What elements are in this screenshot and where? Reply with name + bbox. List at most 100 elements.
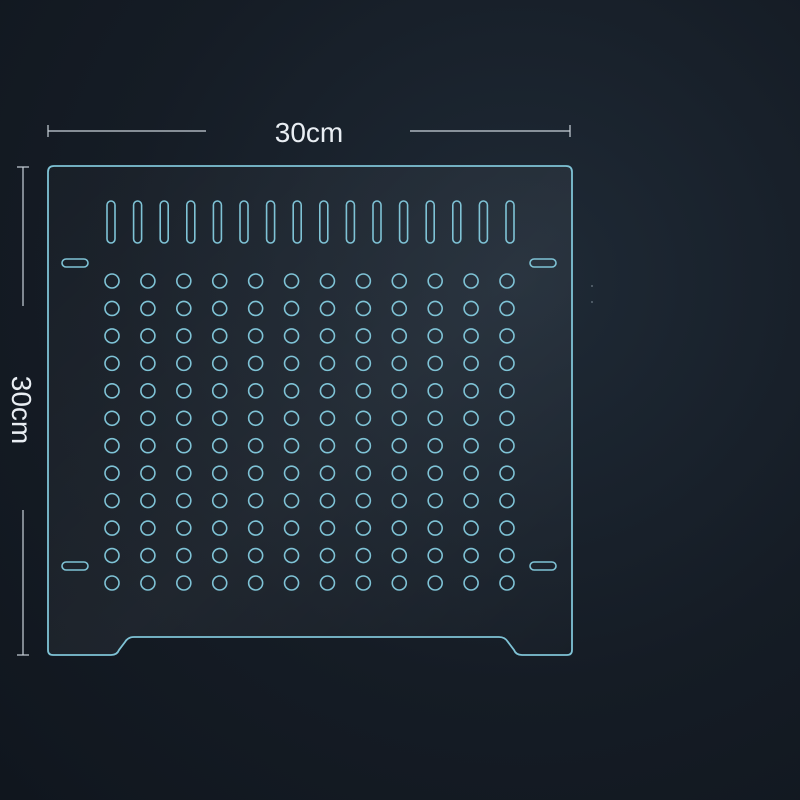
top-slot xyxy=(345,200,356,244)
hole xyxy=(176,547,192,564)
hole xyxy=(391,520,408,536)
hole xyxy=(104,465,120,481)
hole xyxy=(283,492,300,509)
hole xyxy=(391,273,408,289)
hole xyxy=(247,547,264,564)
hole xyxy=(176,575,192,591)
hole xyxy=(499,273,515,289)
hole xyxy=(140,575,156,591)
hole xyxy=(176,465,192,481)
hole xyxy=(211,383,228,399)
hole xyxy=(211,575,228,591)
hole xyxy=(176,437,192,454)
hole xyxy=(211,520,228,536)
hole xyxy=(427,547,443,564)
hole xyxy=(391,300,408,317)
hole xyxy=(427,273,443,289)
hole xyxy=(319,273,336,289)
hole xyxy=(104,300,120,317)
top-slot xyxy=(159,200,169,244)
hole xyxy=(140,328,156,344)
hole xyxy=(319,328,336,344)
hole xyxy=(140,355,156,372)
hole xyxy=(355,355,372,372)
top-slot xyxy=(425,200,436,244)
hole xyxy=(176,520,192,536)
width-dimension-label: 30cm xyxy=(275,117,343,148)
hole xyxy=(104,547,120,564)
side-slot xyxy=(61,561,89,571)
hole xyxy=(283,300,300,317)
hole xyxy=(391,355,408,372)
hole xyxy=(355,520,372,536)
hole xyxy=(104,410,120,427)
side-slot xyxy=(529,258,557,268)
hole xyxy=(104,328,120,344)
hole xyxy=(211,328,228,344)
hole xyxy=(140,492,156,509)
hole xyxy=(427,465,443,481)
top-slots xyxy=(106,200,515,244)
hole xyxy=(499,355,515,372)
hole xyxy=(355,383,372,399)
hole xyxy=(499,547,515,564)
top-slot xyxy=(478,200,489,244)
hole xyxy=(247,328,264,344)
hole xyxy=(319,492,336,509)
hole xyxy=(176,355,192,372)
hole xyxy=(427,437,443,454)
hole xyxy=(319,355,336,372)
hole xyxy=(140,465,156,481)
hole xyxy=(463,273,479,289)
hole xyxy=(283,328,300,344)
hole xyxy=(391,547,408,564)
hole xyxy=(319,465,336,481)
hole xyxy=(319,547,336,564)
hole xyxy=(499,300,515,317)
hole xyxy=(463,520,479,536)
hole xyxy=(247,300,264,317)
hole xyxy=(211,437,228,454)
hole xyxy=(283,355,300,372)
hole xyxy=(176,328,192,344)
top-slot xyxy=(398,200,409,244)
width-dimension: 30cm xyxy=(47,117,571,148)
hole xyxy=(427,410,443,427)
hole xyxy=(283,465,300,481)
hole xyxy=(211,465,228,481)
hole xyxy=(463,355,479,372)
hole xyxy=(319,410,336,427)
hole xyxy=(211,492,228,509)
hole xyxy=(283,547,300,564)
hole xyxy=(391,437,408,454)
hole-grid xyxy=(104,273,515,591)
height-dimension: 30cm xyxy=(6,166,37,656)
hole xyxy=(104,355,120,372)
hole xyxy=(140,437,156,454)
hole xyxy=(499,465,515,481)
hole xyxy=(391,575,408,591)
hole xyxy=(247,520,264,536)
height-dimension-label: 30cm xyxy=(6,376,37,444)
hole xyxy=(247,575,264,591)
top-slot xyxy=(292,200,303,244)
top-slot xyxy=(265,200,276,244)
hole xyxy=(283,437,300,454)
hole xyxy=(427,492,443,509)
hole xyxy=(355,328,372,344)
top-slot xyxy=(186,200,196,244)
hole xyxy=(463,410,479,427)
edge-speck xyxy=(591,285,593,287)
hole xyxy=(283,575,300,591)
hole xyxy=(140,547,156,564)
hole xyxy=(499,492,515,509)
hole xyxy=(463,547,479,564)
hole xyxy=(463,383,479,399)
edge-speck xyxy=(591,301,593,303)
hole xyxy=(355,410,372,427)
hole xyxy=(211,410,228,427)
hole xyxy=(104,383,120,399)
hole xyxy=(176,273,192,289)
side-slot xyxy=(61,258,89,268)
